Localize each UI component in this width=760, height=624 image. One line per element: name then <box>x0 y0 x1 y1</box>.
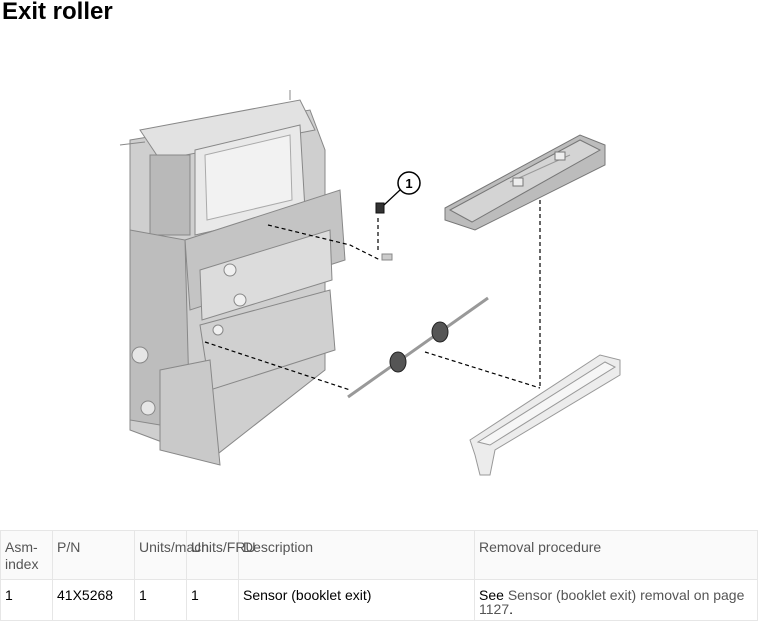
removal-prefix: See <box>479 587 508 603</box>
callout-1: 1 <box>383 171 421 206</box>
header-units-fru: Units/FRU <box>186 530 256 580</box>
header-pn: P/N <box>52 530 135 580</box>
exit-roller-shaft-part <box>347 296 489 399</box>
parts-table: Asm-index P/N Units/mach Units/FRU Descr… <box>0 530 758 621</box>
exploded-parts-illustration: 1 <box>119 90 621 476</box>
cell-units-mach: 1 <box>134 579 187 621</box>
cell-units-fru: 1 <box>186 579 239 621</box>
cell-asm-index: 1 <box>0 579 53 621</box>
page-title: Exit roller <box>2 0 113 25</box>
callout-label: 1 <box>405 176 412 191</box>
cell-removal-procedure: See Sensor (booklet exit) removal on pag… <box>474 579 758 621</box>
header-description: Description <box>238 530 475 580</box>
header-asm-index: Asm-index <box>0 530 53 580</box>
cell-pn: 41X5268 <box>52 579 135 621</box>
sensor-booklet-exit-part <box>375 202 393 261</box>
parts-table-header-row: Asm-index P/N Units/mach Units/FRU Descr… <box>0 530 758 580</box>
removal-suffix: . <box>509 601 513 617</box>
exit-guide-part <box>469 354 621 476</box>
table-row: 1 41X5268 1 1 Sensor (booklet exit) See … <box>0 579 758 621</box>
exit-cover-part <box>444 134 606 231</box>
finisher-frame <box>119 90 346 466</box>
header-units-mach: Units/mach <box>134 530 209 580</box>
cell-description: Sensor (booklet exit) <box>238 579 475 621</box>
removal-procedure-link[interactable]: Sensor (booklet exit) removal on page 11… <box>479 587 745 617</box>
header-removal-procedure: Removal procedure <box>474 530 758 580</box>
alignment-lines <box>204 200 541 391</box>
